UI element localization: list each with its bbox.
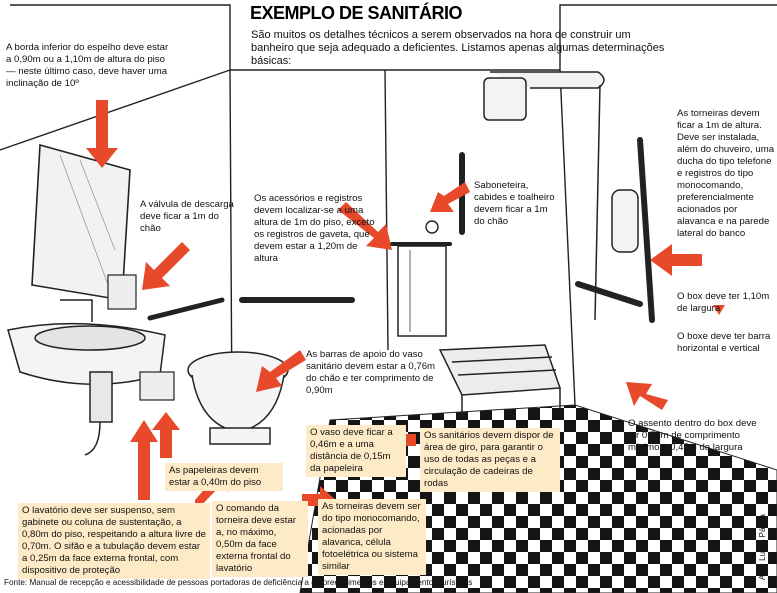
arrow-seat <box>626 382 668 410</box>
note-accessories: Os acessórios e registros devem localiza… <box>254 193 375 264</box>
box-tap-type: As torneiras devem ser do tipo monocoman… <box>318 499 426 575</box>
pointer-arrows <box>86 100 725 514</box>
note-grab-bars: As barras de apoio do vaso sanitário dev… <box>306 349 436 396</box>
note-seat: O assento dentro do box deve ter 0,70m d… <box>628 418 757 453</box>
page-title: EXEMPLO DE SANITÁRIO <box>250 3 463 23</box>
towel-rack <box>390 242 452 337</box>
arrow-sink <box>130 420 158 500</box>
arrow-flush <box>142 242 190 290</box>
arrow-accessories <box>338 202 392 250</box>
arrow-mirror <box>86 100 118 168</box>
room-walls <box>0 4 777 421</box>
arrow-paper <box>152 412 180 458</box>
source-note: Fonte: Manual de recepção e acessibilida… <box>4 578 473 587</box>
box-toilet: O vaso deve ficar a 0,46m e a uma distân… <box>306 425 406 477</box>
box-tap-control: O comando da torneira deve estar a, no m… <box>212 501 308 577</box>
hook <box>425 220 439 234</box>
intro-text: São muitos os detalhes técnicos a serem … <box>251 29 665 67</box>
flush-valve <box>107 274 137 310</box>
note-soap-dish: Saboneteira, cabides e toalheiro devem f… <box>474 180 555 227</box>
box-paper-holder: As papeleiras devem estar a 0,40m do pis… <box>165 463 283 491</box>
note-box-bar: O boxe deve ter barra horizontal e verti… <box>677 331 771 354</box>
shower <box>483 71 655 323</box>
box-sink: O lavatório deve ser suspenso, sem gabin… <box>18 503 210 579</box>
shower-bench <box>438 344 562 418</box>
toilet <box>187 351 289 445</box>
arrow-box <box>713 305 725 315</box>
sink <box>7 299 166 456</box>
arrow-toilet <box>404 434 416 446</box>
arrow-faucet <box>650 244 702 276</box>
grab-bar-left <box>147 297 225 321</box>
art-credit: Arte: Lucas Pádua <box>758 514 767 580</box>
note-mirror: A borda inferior do espelho deve estar a… <box>6 42 169 89</box>
arrow-soap <box>430 182 470 212</box>
paper-holder <box>139 371 175 401</box>
arrow-grab <box>256 350 306 392</box>
note-flush-valve: A válvula de descarga deve ficar a 1m do… <box>140 199 234 234</box>
box-rotation-area: Os sanitários devem dispor de área de gi… <box>420 428 560 492</box>
note-box-width: O box deve ter 1,10m de largura <box>677 291 770 314</box>
note-faucets-shower: As torneiras devem ficar a 1m de altura.… <box>677 108 775 239</box>
